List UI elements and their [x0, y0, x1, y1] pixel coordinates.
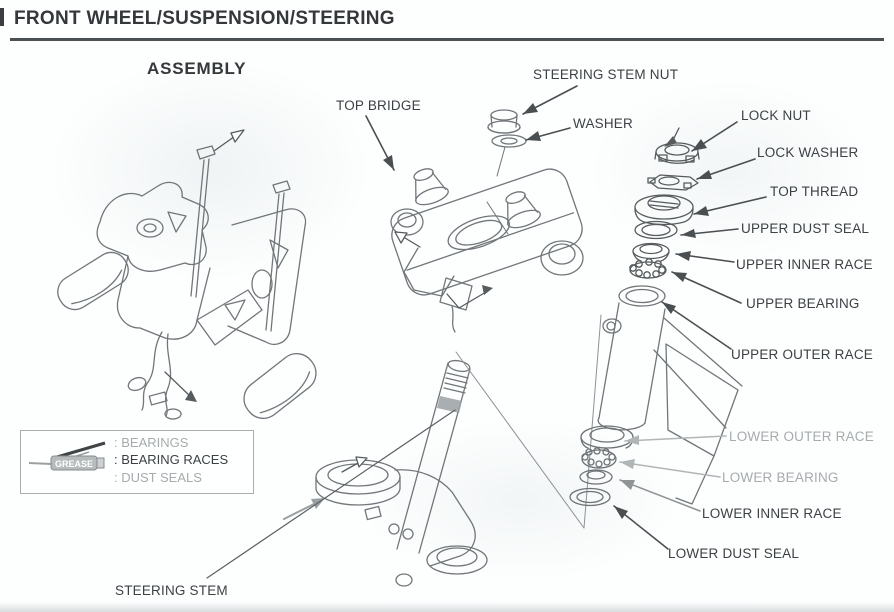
arrow-steering-stem-nut	[522, 85, 578, 115]
steering-stem-drawing	[283, 314, 602, 587]
label-steering-stem: STEERING STEM	[115, 583, 228, 598]
label-top-thread: TOP THREAD	[770, 184, 859, 199]
arrow-top-thread	[693, 196, 767, 216]
grease-tube-icon: GREASE	[28, 441, 106, 471]
arrow-lower-bearing	[619, 459, 721, 478]
label-upper-dust-seal: UPPER DUST SEAL	[741, 221, 870, 236]
label-upper-inner-race: UPPER INNER RACE	[736, 257, 873, 272]
arrow-upper-bearing	[671, 271, 742, 304]
label-lower-dust-seal: LOWER DUST SEAL	[668, 546, 800, 561]
arrow-lower-inner-race	[619, 479, 701, 512]
lower-parts-stack	[569, 425, 634, 507]
leader-steering-stem	[206, 409, 456, 579]
page-title: FRONT WHEEL/SUSPENSION/STEERING	[14, 8, 395, 29]
label-washer: WASHER	[573, 116, 633, 131]
arrow-upper-inner-race	[675, 251, 735, 263]
arrow-top-bridge	[365, 115, 395, 171]
upper-parts-stack	[629, 127, 700, 279]
scan-bottom-edge	[0, 602, 894, 612]
label-top-bridge: TOP BRIDGE	[336, 98, 421, 113]
fork-assembly-drawing	[57, 129, 317, 420]
scan-edge-dash	[0, 8, 4, 26]
arrow-lock-washer	[696, 158, 756, 180]
arrow-upper-outer-race	[661, 301, 732, 350]
arrow-upper-dust-seal	[680, 228, 739, 238]
label-lower-inner-race: LOWER INNER RACE	[702, 506, 842, 521]
top-bridge-drawing	[390, 146, 584, 333]
figure-title: ASSEMBLY	[147, 59, 247, 78]
legend-item-dust-seals: : DUST SEALS	[114, 470, 202, 485]
label-upper-outer-race: UPPER OUTER RACE	[731, 347, 873, 362]
arrow-lock-nut	[691, 121, 738, 152]
label-upper-bearing: UPPER BEARING	[746, 296, 860, 311]
legend-item-bearing-races: : BEARING RACES	[114, 452, 229, 467]
head-tube-drawing	[597, 285, 743, 505]
header-rule	[10, 38, 884, 41]
arrow-lower-outer-race	[624, 435, 727, 445]
label-lower-outer-race: LOWER OUTER RACE	[729, 429, 874, 444]
label-lock-nut: LOCK NUT	[741, 108, 811, 123]
grease-legend-box: GREASE : BEARINGS : BEARING RACES : DUST…	[20, 430, 254, 494]
arrow-lower-dust-seal	[613, 505, 669, 550]
legend-item-bearings: : BEARINGS	[114, 435, 189, 450]
label-arrows	[206, 85, 767, 579]
label-lower-bearing: LOWER BEARING	[722, 470, 839, 485]
label-steering-stem-nut: STEERING STEM NUT	[533, 67, 679, 82]
arrow-washer	[525, 127, 571, 141]
grease-icon-label: GREASE	[55, 459, 93, 469]
stem-nut-washer-parts	[487, 109, 527, 148]
label-lock-washer: LOCK WASHER	[757, 145, 859, 160]
